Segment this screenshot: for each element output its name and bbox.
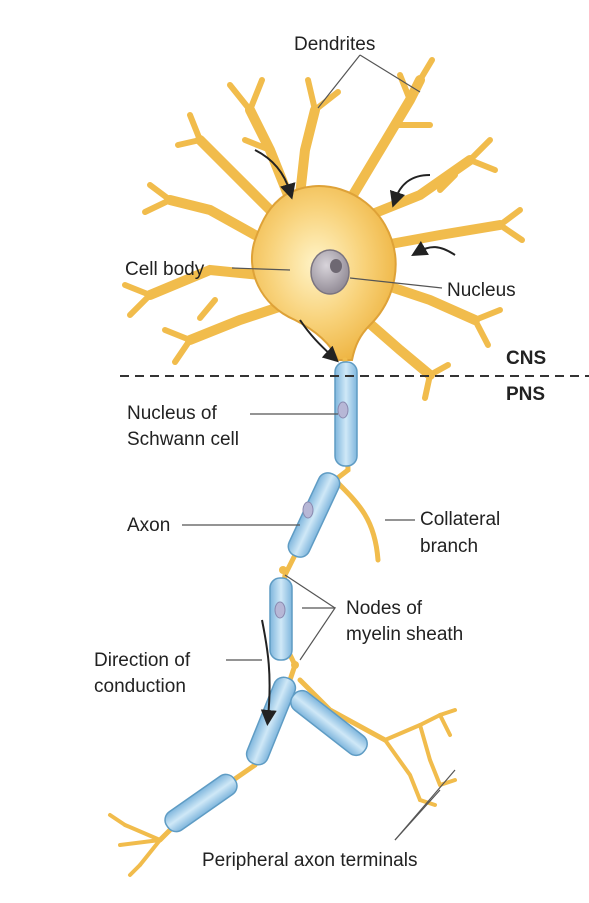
schwann-nuclei bbox=[274, 401, 349, 619]
nodes-of-myelin bbox=[279, 566, 299, 669]
label-nodes-1: Nodes of bbox=[346, 598, 423, 619]
label-cns: CNS bbox=[506, 348, 546, 369]
collateral-branch-shape bbox=[332, 477, 381, 563]
label-schwann-1: Nucleus of bbox=[127, 403, 217, 424]
label-dendrites: Dendrites bbox=[294, 34, 375, 55]
label-terminals: Peripheral axon terminals bbox=[202, 850, 417, 871]
myelin-sheath bbox=[164, 361, 368, 833]
label-cell-body: Cell body bbox=[125, 259, 205, 280]
label-schwann-2: Schwann cell bbox=[127, 429, 239, 450]
leader-lines bbox=[182, 54, 456, 841]
label-nucleus: Nucleus bbox=[447, 280, 516, 301]
nucleolus-shape bbox=[330, 259, 342, 273]
nucleus-shape bbox=[310, 249, 350, 295]
dendrites bbox=[122, 57, 525, 401]
label-direction-1: Direction of bbox=[94, 650, 191, 671]
label-direction-2: conduction bbox=[94, 676, 186, 697]
flow-arrows bbox=[254, 149, 456, 726]
label-axon: Axon bbox=[127, 515, 170, 536]
label-nodes-2: myelin sheath bbox=[346, 624, 463, 645]
label-collateral-2: branch bbox=[420, 536, 478, 557]
label-collateral-1: Collateral bbox=[420, 509, 500, 530]
label-pns: PNS bbox=[506, 384, 545, 405]
